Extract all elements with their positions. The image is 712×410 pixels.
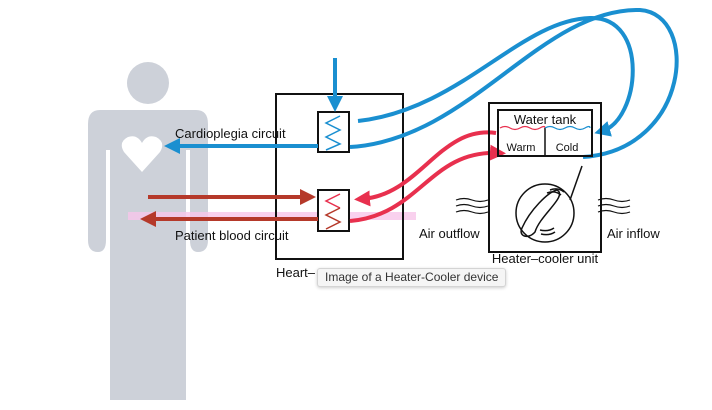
highlight-band — [128, 212, 416, 220]
warm-coil — [324, 193, 341, 209]
warm-label: Warm — [507, 142, 536, 154]
heart-lung-machine-box — [275, 93, 404, 260]
fan-icon — [515, 165, 583, 243]
cardioplegia-label: Cardioplegia circuit — [175, 126, 286, 141]
heater-cooler-label: Heater–cooler unit — [492, 251, 599, 266]
image-tooltip: Image of a Heater-Cooler device — [317, 268, 507, 287]
heart-icon — [121, 136, 163, 172]
air-inflow-waves — [597, 197, 631, 215]
cold-label: Cold — [556, 142, 579, 154]
warm-water-surface — [499, 125, 546, 131]
air-outflow-waves — [455, 197, 489, 215]
water-tank-label: Water tank — [514, 112, 577, 127]
cardioplegia-flow — [164, 7, 679, 159]
human-figure — [88, 62, 208, 400]
heart-lung-label: Heart– — [276, 265, 316, 280]
patient-blood-flow — [140, 130, 506, 227]
air-outflow-label: Air outflow — [419, 226, 480, 241]
heater-cooler-box — [488, 102, 602, 253]
patient-blood-label: Patient blood circuit — [175, 228, 289, 243]
cardioplegia-exchanger — [317, 111, 350, 153]
air-inflow-label: Air inflow — [607, 226, 660, 241]
cardioplegia-coil — [324, 115, 342, 151]
cold-water-surface — [544, 125, 591, 131]
blood-coil — [324, 207, 342, 230]
